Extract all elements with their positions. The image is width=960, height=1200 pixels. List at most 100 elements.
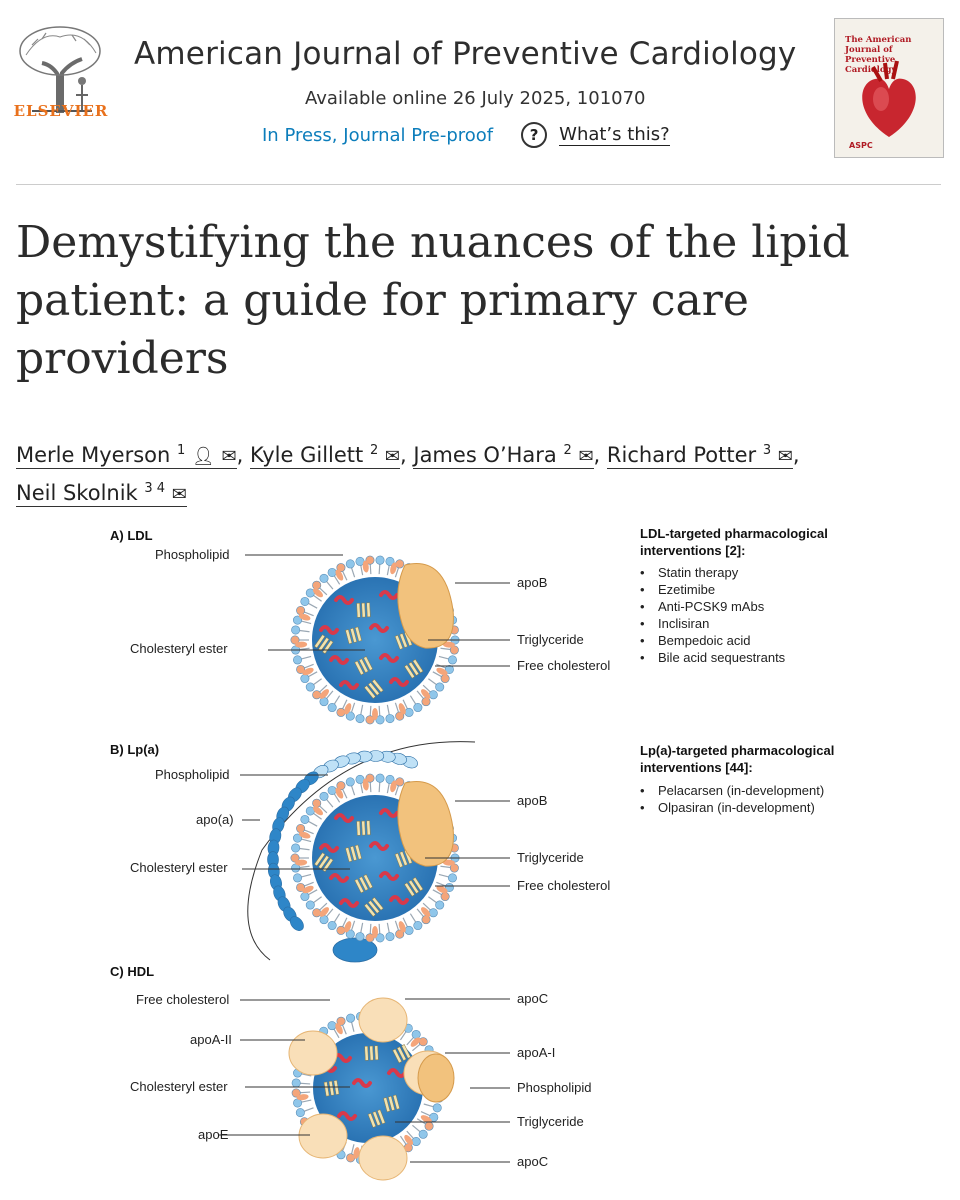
cholesteryl-ester bbox=[379, 871, 399, 881]
phospholipid-head bbox=[385, 714, 395, 724]
phospholipid-head bbox=[296, 664, 306, 674]
lpa-particle bbox=[290, 773, 460, 943]
author-kyle-gillett[interactable]: Kyle Gillett 2 ✉︎ bbox=[249, 443, 400, 469]
phospholipid-head bbox=[365, 933, 375, 943]
triglyceride bbox=[394, 849, 413, 868]
heart-illustration bbox=[862, 60, 916, 137]
phospholipid-head bbox=[355, 714, 365, 724]
phospholipid-head bbox=[424, 1121, 434, 1131]
author-richard-potter[interactable]: Richard Potter 3 ✉︎ bbox=[606, 443, 793, 469]
phospholipid-head bbox=[375, 773, 385, 783]
question-icon[interactable]: ? bbox=[521, 122, 548, 148]
phospholipid-head bbox=[305, 682, 315, 692]
author-neil-skolnik[interactable]: Neil Skolnik 3 4 ✉︎ bbox=[16, 481, 187, 507]
label-apoc-top: apoC bbox=[517, 991, 548, 1006]
label-apoc-bottom: apoC bbox=[517, 1154, 548, 1169]
free-cholesterol bbox=[353, 1147, 360, 1159]
triglyceride-chain bbox=[361, 602, 366, 618]
phospholipid-head bbox=[296, 882, 306, 892]
triglyceride-chain bbox=[349, 627, 358, 643]
cholesteryl-ester bbox=[379, 653, 399, 663]
bullet-dot: • bbox=[640, 565, 645, 580]
phospholipid-head bbox=[435, 682, 445, 692]
triglyceride-chain bbox=[318, 855, 330, 870]
phospholipid-head bbox=[336, 925, 346, 935]
cholesteryl-ester bbox=[334, 813, 354, 823]
phospholipid-head bbox=[395, 777, 405, 787]
phospholipid-head bbox=[428, 908, 438, 918]
free-cholesterol bbox=[319, 689, 329, 699]
label-apob: apoB bbox=[517, 575, 547, 590]
affiliation-sup: 3 bbox=[762, 443, 772, 458]
phospholipid-head bbox=[385, 774, 395, 784]
triglyceride bbox=[356, 820, 371, 836]
phospholipid-head bbox=[295, 1108, 305, 1118]
free-cholesterol bbox=[421, 907, 431, 917]
triglyceride-chain bbox=[371, 679, 384, 693]
intervention-item: Pelacarsen (in-development) bbox=[658, 783, 824, 798]
label-triglyceride: Triglyceride bbox=[517, 1114, 584, 1129]
free-cholesterol bbox=[398, 921, 406, 933]
affiliation-sup: 1 bbox=[177, 443, 186, 458]
triglyceride-chain bbox=[323, 1081, 330, 1097]
triglyceride bbox=[364, 897, 384, 917]
phospholipid-head bbox=[444, 882, 454, 892]
mail-icon: ✉︎ bbox=[777, 446, 793, 467]
author-name: Neil Skolnik bbox=[16, 481, 138, 505]
elsevier-tree-logo[interactable] bbox=[12, 14, 110, 126]
phospholipid-head bbox=[395, 559, 405, 569]
triglyceride-chain bbox=[354, 844, 362, 860]
intervention-item: Ezetimibe bbox=[658, 582, 715, 597]
phospholipid-head bbox=[365, 555, 375, 565]
free-cholesterol bbox=[335, 787, 344, 799]
phospholipid-head bbox=[413, 921, 423, 931]
triglyceride-chain bbox=[401, 1044, 411, 1059]
author-merle-myerson[interactable]: Merle Myerson 1 👤︎ ✉︎ bbox=[16, 443, 237, 469]
triglyceride bbox=[383, 1094, 400, 1113]
phospholipid-head bbox=[411, 1137, 421, 1147]
mail-icon: ✉︎ bbox=[578, 446, 594, 467]
phospholipid-head bbox=[319, 573, 329, 583]
affiliation-sup: 3 4 bbox=[144, 481, 166, 496]
phospholipid-head bbox=[293, 833, 303, 843]
label-phospholipid: Phospholipid bbox=[155, 767, 229, 782]
cover-title: The American Journal of Preventive Cardi… bbox=[845, 35, 912, 75]
phospholipid-head bbox=[327, 703, 337, 713]
phospholipid-head bbox=[440, 892, 450, 902]
phospholipid-head bbox=[305, 900, 315, 910]
ldl-interventions-list: •Statin therapy•Ezetimibe•Anti-PCSK9 mAb… bbox=[640, 565, 786, 665]
triglyceride-chain bbox=[364, 903, 376, 917]
phospholipid-head bbox=[346, 1013, 356, 1023]
journal-cover-thumbnail[interactable]: The American Journal of Preventive Cardi… bbox=[834, 18, 944, 158]
cholesteryl-ester bbox=[369, 623, 389, 633]
triglyceride-chain bbox=[392, 1048, 403, 1064]
triglyceride bbox=[323, 1080, 340, 1097]
phospholipid-head bbox=[291, 1078, 301, 1088]
phospholipid-head bbox=[290, 635, 300, 645]
phospholipid-head bbox=[312, 580, 322, 590]
author-james-ohara[interactable]: James O’Hara 2 ✉︎ bbox=[413, 443, 594, 469]
cholesteryl-ester bbox=[329, 655, 349, 665]
free-cholesterol bbox=[404, 1134, 414, 1146]
panel-c-hdl: C) HDL Free cholesterol apoA-II Choleste… bbox=[110, 964, 591, 1181]
phospholipid-head bbox=[411, 1029, 421, 1039]
free-cholesterol bbox=[410, 1037, 421, 1047]
cholesteryl-ester bbox=[352, 1078, 372, 1088]
free-cholesterol bbox=[372, 926, 378, 938]
phospholipid-head bbox=[432, 1103, 442, 1113]
label-phospholipid: Phospholipid bbox=[155, 547, 229, 562]
triglyceride-chain bbox=[314, 852, 326, 867]
free-cholesterol bbox=[362, 778, 369, 791]
phospholipid-head bbox=[429, 1112, 439, 1122]
free-cholesterol bbox=[390, 562, 397, 575]
mail-icon: ✉︎ bbox=[171, 484, 187, 505]
triglyceride-chain bbox=[349, 845, 358, 861]
triglyceride bbox=[404, 877, 424, 897]
triglyceride-chain bbox=[345, 629, 353, 645]
triglyceride-chain bbox=[354, 878, 365, 894]
intervention-item: Bile acid sequestrants bbox=[658, 650, 786, 665]
panel-a-label: A) LDL bbox=[110, 528, 153, 543]
journal-title[interactable]: American Journal of Preventive Cardiolog… bbox=[134, 36, 797, 72]
triglyceride bbox=[345, 844, 362, 863]
whats-this-link[interactable]: What’s this? bbox=[559, 124, 670, 146]
